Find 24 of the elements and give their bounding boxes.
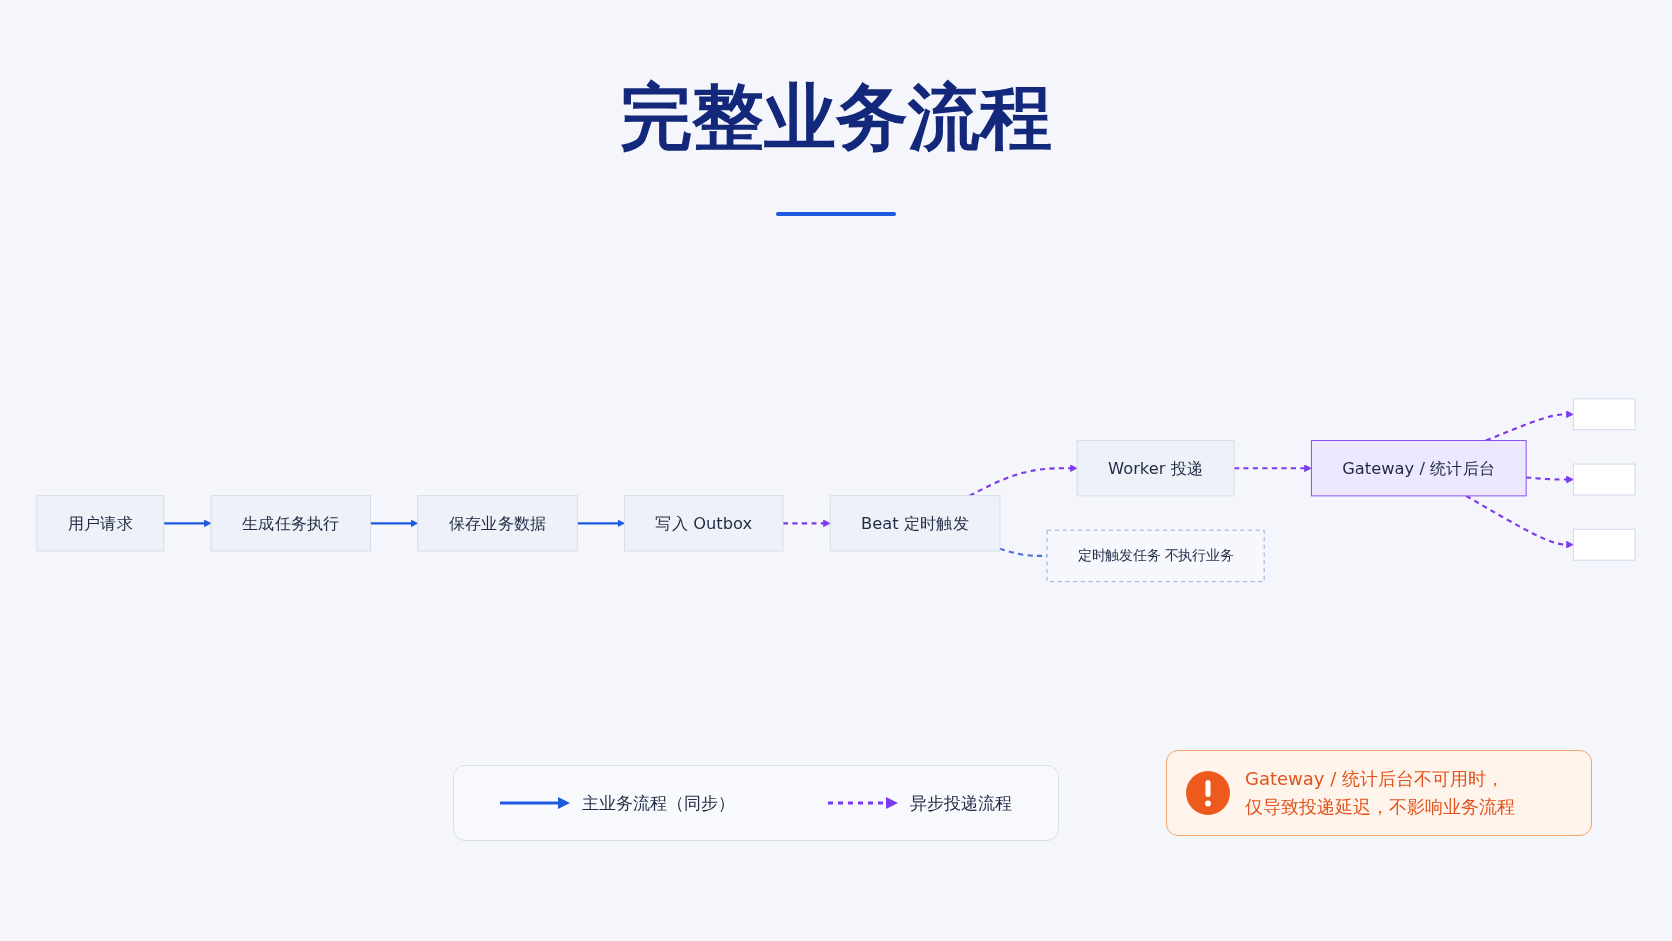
arrow (1234, 464, 1312, 472)
node-box (1572, 398, 1636, 430)
node-box: 生成任务执行 (210, 495, 371, 552)
node-box: 用户请求 (36, 495, 165, 552)
node-box: Worker 投递 (1076, 439, 1235, 497)
arrow (370, 519, 419, 527)
node-box: Beat 定时触发 (829, 495, 1001, 552)
title: 完整业务流程 (619, 74, 1053, 161)
node-box: 定时触发任务 不执行业务 (1046, 529, 1265, 582)
legend-text: 主业务流程（同步） (582, 791, 736, 815)
arrow (1485, 410, 1574, 442)
legend-text: 异步投递流程 (909, 791, 1012, 815)
node-box: Gateway / 统计后台 (1310, 439, 1527, 497)
node-box (1572, 463, 1636, 496)
arrow (163, 519, 212, 527)
arrow (577, 519, 625, 527)
node-box: 写入 Outbox (624, 495, 784, 552)
warning-text: Gateway / 统计后台不可用时，仅导致投递延迟，不影响业务流程 (1245, 767, 1516, 819)
arrow (1526, 475, 1574, 483)
arrow (1465, 494, 1574, 549)
arrow (969, 464, 1078, 497)
arrow (783, 519, 831, 527)
node-box (1572, 528, 1636, 561)
node-box: 保存业务数据 (417, 495, 578, 552)
